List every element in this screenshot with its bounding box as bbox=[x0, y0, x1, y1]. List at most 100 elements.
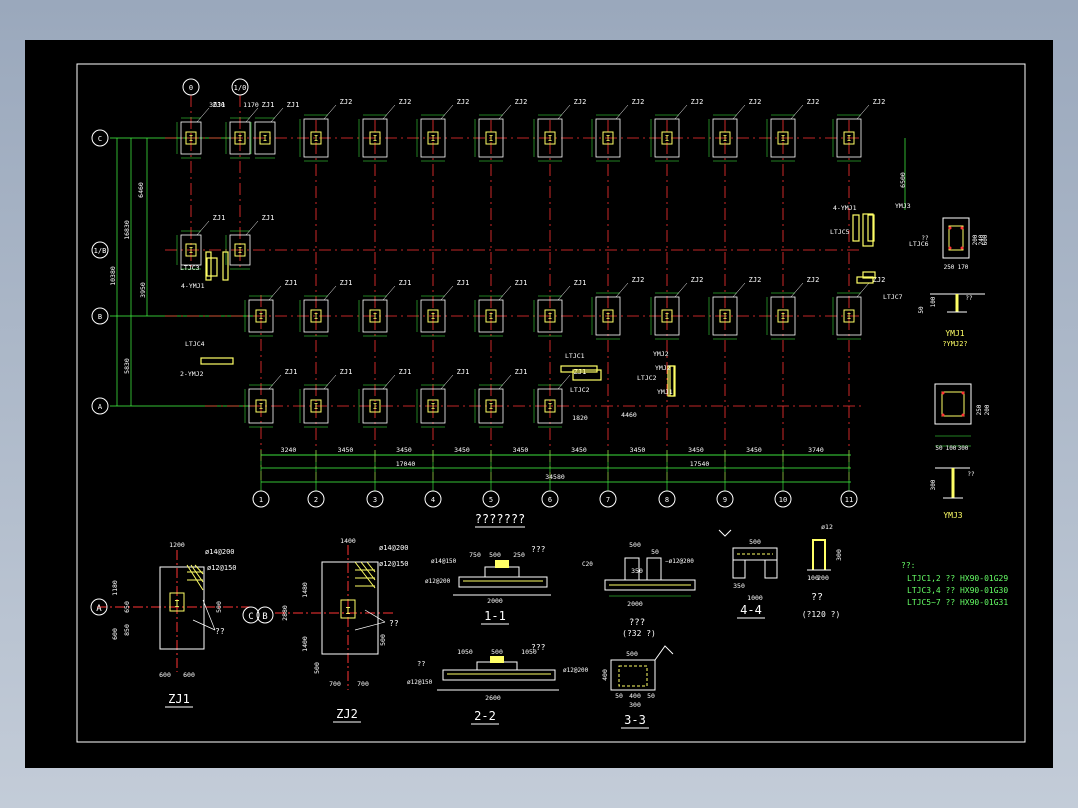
label-leader bbox=[557, 104, 571, 120]
s3-dim-text: 300 bbox=[629, 701, 641, 709]
bay-dim-text: 3450 bbox=[454, 446, 470, 454]
footing-label: ZJ2 bbox=[691, 98, 704, 106]
s6-dim-text: ø12 bbox=[821, 523, 833, 531]
callout-label: 4-YMJ1 bbox=[833, 204, 857, 212]
ymj1-sub: ?YMJ2? bbox=[942, 340, 967, 348]
footing-row-c bbox=[836, 118, 862, 158]
label-leader bbox=[323, 374, 337, 390]
s4-label: 4-4 bbox=[740, 603, 762, 617]
ground-beam bbox=[852, 214, 860, 242]
zj2-detail: I C B ?? ø14@200 ø12@150 ZJ2 bbox=[242, 544, 409, 723]
column-stub bbox=[369, 399, 381, 413]
column-stub bbox=[719, 309, 731, 323]
right-dim-text: ?? bbox=[967, 471, 975, 478]
column-axis-bubble bbox=[541, 490, 559, 508]
zj2-axis-c: C bbox=[248, 612, 253, 622]
label-leader bbox=[498, 374, 512, 390]
footing-row-c bbox=[654, 118, 680, 158]
column-stub bbox=[485, 309, 497, 323]
s2-dim-text: 1050 bbox=[521, 648, 537, 656]
footing-row-b bbox=[836, 296, 862, 336]
overall-dim-text: 34580 bbox=[545, 473, 565, 481]
column-axis-label: 6 bbox=[548, 496, 552, 504]
column-stub bbox=[777, 309, 789, 323]
notes-line-2: LTJC3,4 ?? HX90-01G30 bbox=[907, 586, 1008, 595]
column-stub bbox=[185, 243, 197, 257]
s2-dim-text: 2600 bbox=[485, 694, 501, 702]
s6-dim-text: 100 bbox=[807, 574, 819, 582]
right-dim-text: 170 bbox=[958, 264, 969, 271]
footing-label: ZJ1 bbox=[262, 214, 275, 222]
column-axis-bubble bbox=[366, 490, 384, 508]
column-axis-bubble bbox=[774, 490, 792, 508]
s1-dim-text: 500 bbox=[489, 551, 501, 559]
column-stub-mark: I bbox=[314, 134, 319, 143]
label-leader bbox=[498, 104, 512, 120]
footing-row-c bbox=[362, 118, 388, 158]
misc-dim-text: 6500 bbox=[899, 172, 907, 188]
column-axis-label: 4 bbox=[431, 496, 435, 504]
footing-plan: IZJ1IZJ1IZJ1IZJ2IZJ2IZJ2IZJ2IZJ2IZJ2IZJ2… bbox=[176, 98, 885, 428]
label-leader bbox=[498, 285, 512, 301]
right-dim-text: 250 bbox=[944, 264, 955, 271]
footing-label: ZJ2 bbox=[515, 98, 528, 106]
ground-beam bbox=[867, 214, 875, 242]
column-axis-bubble bbox=[482, 490, 500, 508]
s3-dim-text: 50 bbox=[647, 692, 655, 700]
column-axis-label: 9 bbox=[723, 496, 727, 504]
column-stub-mark: I bbox=[189, 246, 194, 255]
zj2-dim-text: 500 bbox=[313, 662, 321, 674]
label-leader bbox=[382, 104, 396, 120]
column-stub-mark: I bbox=[314, 402, 319, 411]
right-dim-text: 100 bbox=[946, 445, 957, 452]
footing-row-c bbox=[180, 121, 202, 155]
column-stub bbox=[310, 309, 322, 323]
column-stub-mark: I bbox=[431, 312, 436, 321]
footing-label: ZJ2 bbox=[632, 98, 645, 106]
column-stub-mark: I bbox=[373, 312, 378, 321]
column-stub bbox=[843, 309, 855, 323]
callout-label: YMJ2 bbox=[655, 364, 671, 372]
column-stub bbox=[602, 309, 614, 323]
s2-bar-1: ø12@150 bbox=[407, 679, 433, 686]
embedded-plate-detail: YMJ3 bbox=[934, 383, 972, 520]
row-axis-bubble bbox=[91, 241, 109, 259]
column-axis-label: 1 bbox=[259, 496, 263, 504]
footing-row-c bbox=[254, 121, 276, 155]
right-dim-text: 300 bbox=[958, 445, 969, 452]
row-axis-bubble bbox=[91, 129, 109, 147]
column-stub-mark: I bbox=[259, 312, 264, 321]
label-leader bbox=[196, 220, 210, 236]
column-stub bbox=[544, 399, 556, 413]
right-dim-text: 300 bbox=[930, 479, 937, 490]
row-dim-text: 6460 bbox=[137, 182, 145, 198]
s3-label: 3-3 bbox=[624, 713, 646, 727]
column-stub bbox=[310, 131, 322, 145]
s3-dim-text: 400 bbox=[629, 692, 641, 700]
footing-row-c bbox=[770, 118, 796, 158]
column-stub-mark: I bbox=[781, 134, 786, 143]
column-stub bbox=[602, 131, 614, 145]
s1-dim-text: 250 bbox=[513, 551, 525, 559]
column-stub bbox=[255, 399, 267, 413]
s3-dim-text: 500 bbox=[626, 650, 638, 658]
footing-label: ZJ2 bbox=[691, 276, 704, 284]
callout-label: LTJC5 bbox=[830, 228, 850, 236]
callout-label: LTJC7 bbox=[883, 293, 903, 301]
column-stub bbox=[427, 131, 439, 145]
zj2-dim-text: 700 bbox=[329, 680, 341, 688]
section-cap: ??? (?32 ?) C20 −ø12@200 bbox=[582, 557, 696, 638]
footing-label: ZJ1 bbox=[287, 101, 300, 109]
bay-dim-text: 3450 bbox=[513, 446, 529, 454]
column-stub-mark: I bbox=[665, 134, 670, 143]
footing-row-b bbox=[248, 299, 274, 333]
footing-row-b bbox=[654, 296, 680, 336]
zj2-dim-text: 1400 bbox=[340, 537, 356, 545]
zj1-axis: A bbox=[96, 604, 102, 614]
callout-label: 4-YMJ1 bbox=[181, 282, 205, 290]
footing-label: ZJ1 bbox=[457, 368, 470, 376]
